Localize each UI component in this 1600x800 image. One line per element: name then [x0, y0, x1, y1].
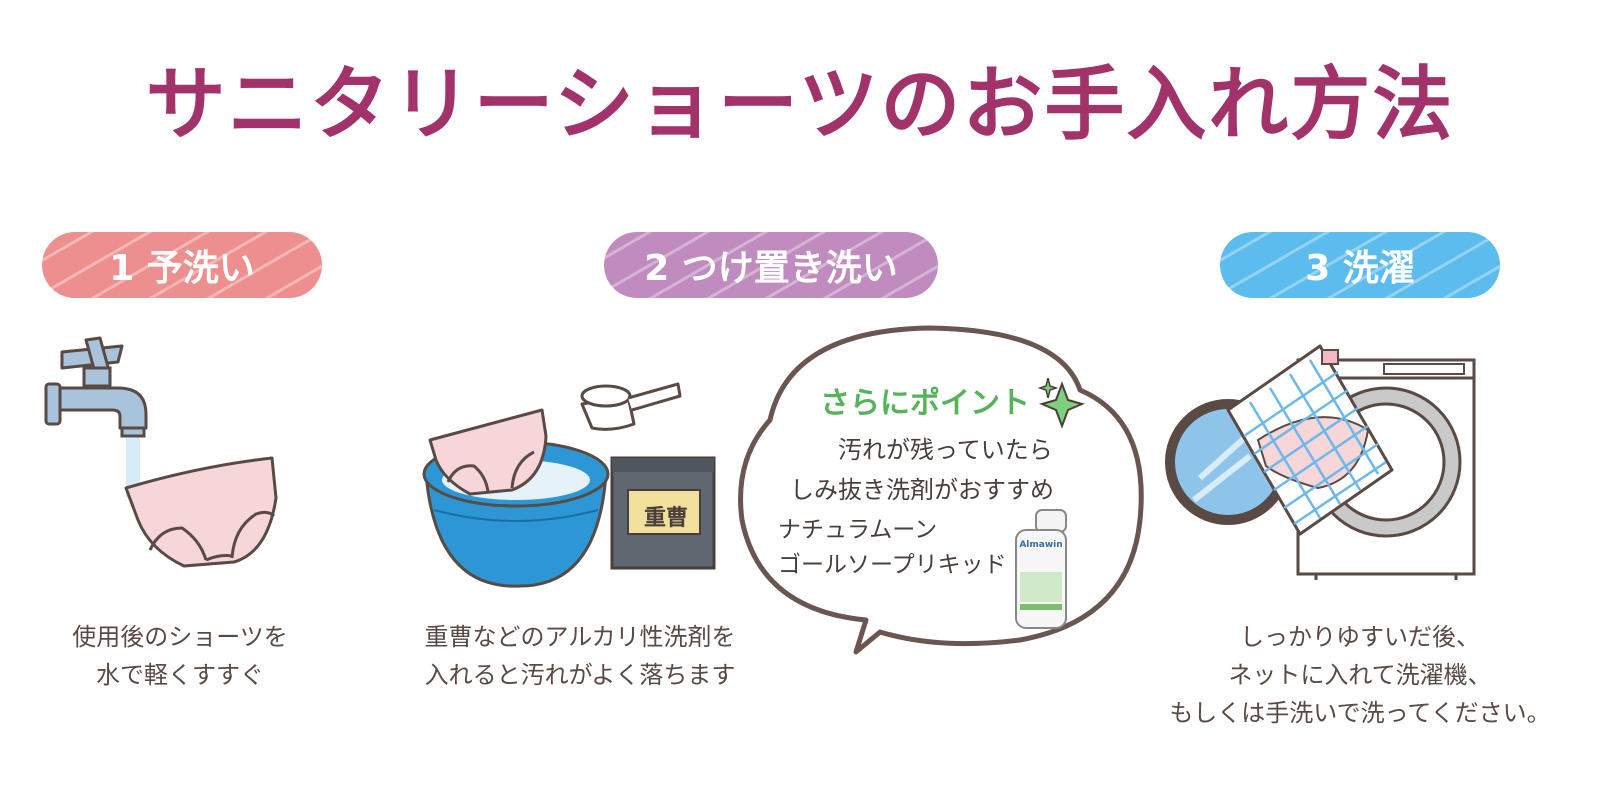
step-1-label: 1 予洗い — [109, 248, 255, 289]
step-3-caption-line: ネットに入れて洗濯機、 — [1228, 661, 1492, 689]
step-1-caption-line: 水で軽くすすぐ — [96, 661, 264, 689]
baking-soda-bag-icon — [610, 456, 716, 570]
water-stream — [126, 438, 140, 498]
scoop-icon — [580, 382, 682, 431]
step-1-caption-line: 使用後のショーツを — [72, 623, 288, 651]
tip-product-line-1: ナチュラムーン — [778, 517, 938, 543]
bottle-brand-label: Almawin — [1019, 540, 1063, 550]
tip-heading: さらにポイント — [820, 386, 1030, 421]
tip-product-line-2: ゴールソープリキッド — [778, 552, 1007, 578]
laundry-net-icon — [1226, 344, 1394, 536]
step-3-caption-line: もしくは手洗いで洗ってください。 — [1169, 699, 1551, 727]
step-1-caption: 使用後のショーツを 水で軽くすすぐ — [30, 618, 330, 694]
step-2-caption-line: 重曹などのアルカリ性洗剤を — [424, 623, 736, 651]
step-2-caption-line: 入れると汚れがよく落ちます — [424, 661, 736, 689]
sparkle-icon — [1037, 377, 1085, 429]
tip-line-1: 汚れが残っていたら — [838, 436, 1053, 464]
faucet-icon — [44, 336, 148, 438]
detergent-bottle-icon — [1015, 509, 1067, 629]
step-3-caption-line: しっかりゆすいだ後、 — [1240, 623, 1480, 651]
step-2-badge: 2 つけ置き洗い — [604, 232, 938, 298]
tip-line-2: しみ抜き洗剤がおすすめ — [790, 476, 1054, 504]
shorts-icon — [124, 456, 278, 568]
step-3-label: 3 洗濯 — [1305, 248, 1415, 289]
step-2-caption: 重曹などのアルカリ性洗剤を 入れると汚れがよく落ちます — [380, 618, 780, 694]
step-3-caption: しっかりゆすいだ後、 ネットに入れて洗濯機、 もしくは手洗いで洗ってください。 — [1150, 618, 1570, 732]
step-3-badge: 3 洗濯 — [1220, 232, 1500, 298]
soaking-shorts-icon — [428, 408, 548, 496]
step-2-label: 2 つけ置き洗い — [644, 248, 898, 289]
baking-soda-label: 重曹 — [643, 506, 688, 531]
step-1-badge: 1 予洗い — [42, 232, 322, 298]
page-title: サニタリーショーツのお手入れ方法 — [145, 58, 1455, 151]
